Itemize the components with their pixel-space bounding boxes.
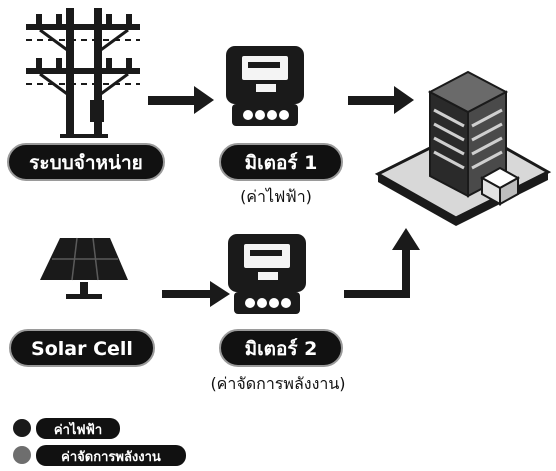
svg-text:ค่าไฟฟ้า: ค่าไฟฟ้า <box>54 421 102 438</box>
legend: ค่าไฟฟ้า ค่าจัดการพลังงาน <box>13 418 186 466</box>
grid-source-label: ระบบจำหน่าย <box>7 143 165 181</box>
legend-dot <box>13 446 31 464</box>
electric-meter-icon <box>228 234 306 314</box>
solar-source-label: Solar Cell <box>9 329 155 367</box>
legend-item: ค่าจัดการพลังงาน <box>13 445 186 466</box>
meter-1-label: มิเตอร์ 1 <box>219 143 343 181</box>
svg-text:มิเตอร์ 1: มิเตอร์ 1 <box>245 152 318 174</box>
svg-text:ค่าจัดการพลังงาน: ค่าจัดการพลังงาน <box>61 450 161 465</box>
electric-meter-icon <box>226 46 304 126</box>
legend-dot <box>13 419 31 437</box>
svg-text:มิเตอร์ 2: มิเตอร์ 2 <box>245 338 318 360</box>
meter-1-caption: (ค่าไฟฟ้า) <box>240 187 312 206</box>
arrow-grid-to-meter1 <box>148 86 214 114</box>
arrow-solar-to-meter2 <box>162 281 230 307</box>
meter-2-caption: (ค่าจัดการพลังงาน) <box>210 374 345 393</box>
svg-text:Solar Cell: Solar Cell <box>31 338 133 360</box>
meter-2-label: มิเตอร์ 2 <box>219 329 343 367</box>
solar-panel-icon <box>40 237 128 299</box>
power-pole-icon <box>26 8 140 138</box>
building-icon <box>374 70 552 226</box>
svg-text:ระบบจำหน่าย: ระบบจำหน่าย <box>29 152 143 174</box>
arrow-meter1-to-building <box>348 86 414 114</box>
arrow-meter2-to-building <box>344 228 420 298</box>
legend-item: ค่าไฟฟ้า <box>13 418 120 439</box>
